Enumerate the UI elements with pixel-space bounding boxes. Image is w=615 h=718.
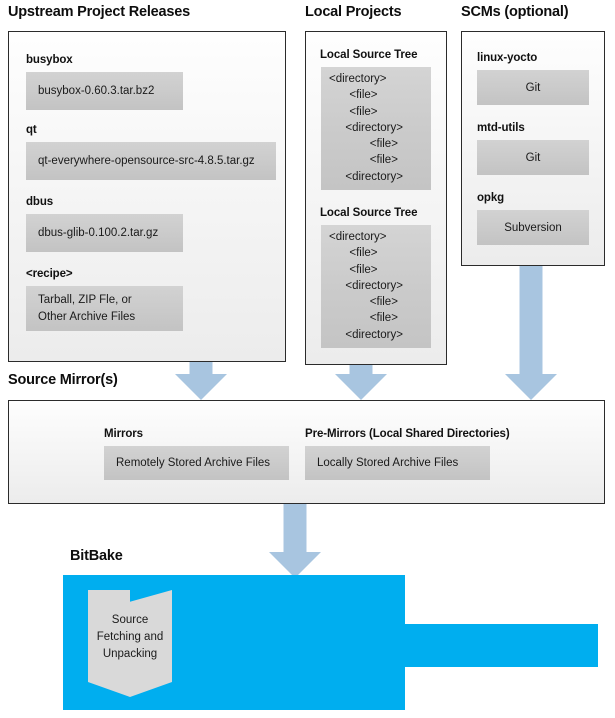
upstream-entry-value-qt: qt-everywhere-opensource-src-4.8.5.tar.g…: [26, 142, 276, 180]
tree-node: <file>: [343, 263, 378, 276]
upstream-column-title: Upstream Project Releases: [8, 4, 190, 20]
bitbake-output-arm: [400, 624, 598, 667]
tree-node: <directory>: [339, 328, 403, 341]
mirrors-group-value: Remotely Stored Archive Files: [104, 446, 289, 480]
source-mirrors-panel: Mirrors Remotely Stored Archive Files Pr…: [8, 400, 605, 504]
upstream-entry-value-recipe: Tarball, ZIP Fle, or Other Archive Files: [26, 286, 183, 331]
local-source-tree-label-2: Local Source Tree: [320, 207, 418, 219]
upstream-entry-value-dbus: dbus-glib-0.100.2.tar.gz: [26, 214, 183, 252]
mirrors-group-label: Mirrors: [104, 428, 143, 440]
scm-entry-label-opkg: opkg: [477, 192, 505, 204]
source-mirrors-title: Source Mirror(s): [8, 372, 118, 388]
tree-node: <directory>: [339, 279, 403, 292]
upstream-panel: busybox busybox-0.60.3.tar.bz2 qt qt-eve…: [8, 31, 286, 362]
tree-node: <directory>: [339, 121, 403, 134]
tree-node: <directory>: [329, 231, 387, 243]
local-projects-column-title: Local Projects: [305, 4, 402, 20]
tree-node: <file>: [357, 154, 398, 167]
local-source-tree-box-1: <directory> <file> <file> <directory> <f…: [321, 67, 431, 190]
scm-entry-label-linux-yocto: linux-yocto: [477, 52, 538, 64]
tree-node: <directory>: [329, 73, 387, 85]
scm-entry-label-mtd-utils: mtd-utils: [477, 122, 525, 134]
upstream-entry-value-busybox: busybox-0.60.3.tar.bz2: [26, 72, 183, 110]
upstream-entry-label-qt: qt: [26, 124, 37, 136]
task-line-1: Source: [111, 613, 149, 626]
tree-node: <file>: [357, 138, 398, 151]
scms-column-title: SCMs (optional): [461, 4, 569, 20]
tree-node: <directory>: [339, 170, 403, 183]
bitbake-title: BitBake: [70, 548, 123, 564]
scms-panel: linux-yocto Git mtd-utils Git opkg Subve…: [461, 31, 605, 266]
task-line-3: Unpacking: [102, 648, 158, 661]
arrow-local-projects-to-mirrors: [335, 365, 387, 400]
tree-node: <file>: [343, 247, 378, 260]
tree-node: <file>: [357, 296, 398, 309]
upstream-entry-label-busybox: busybox: [26, 54, 73, 66]
scm-entry-value-opkg: Subversion: [477, 210, 589, 245]
tree-node: <file>: [343, 89, 378, 102]
tree-node: <file>: [343, 105, 378, 118]
arrow-upstream-to-mirrors: [175, 362, 227, 400]
local-source-tree-label-1: Local Source Tree: [320, 49, 418, 61]
pre-mirrors-group-label: Pre-Mirrors (Local Shared Directories): [305, 428, 510, 440]
arrow-mirrors-to-bitbake: [269, 504, 321, 578]
local-projects-panel: Local Source Tree <directory> <file> <fi…: [305, 31, 447, 365]
task-line-2: Fetching and: [96, 630, 164, 643]
scm-entry-value-mtd-utils: Git: [477, 140, 589, 175]
upstream-entry-label-dbus: dbus: [26, 196, 54, 208]
arrow-scms-to-mirrors: [505, 266, 557, 400]
scm-entry-value-linux-yocto: Git: [477, 70, 589, 105]
recipe-value-line-1: Tarball, ZIP Fle, or: [38, 293, 132, 306]
upstream-entry-label-recipe: <recipe>: [26, 268, 73, 280]
recipe-value-line-2: Other Archive Files: [38, 310, 136, 323]
pre-mirrors-group-value: Locally Stored Archive Files: [305, 446, 490, 480]
tree-node: <file>: [357, 312, 398, 325]
local-source-tree-box-2: <directory> <file> <file> <directory> <f…: [321, 225, 431, 348]
source-fetching-unpacking-task: Source Fetching and Unpacking: [88, 590, 172, 697]
